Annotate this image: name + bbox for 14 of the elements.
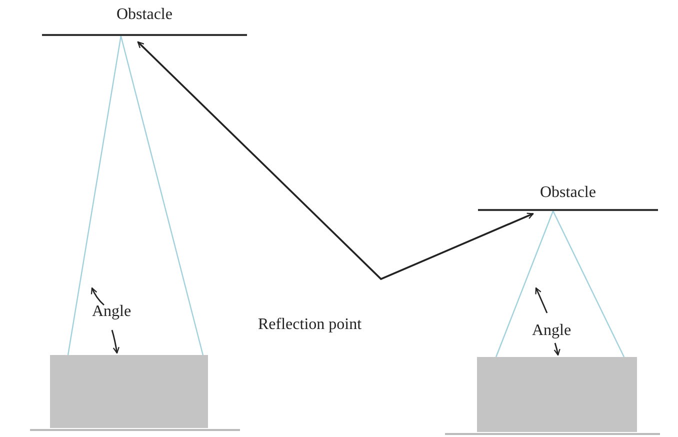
annotation-label: Reflection point xyxy=(258,316,362,334)
obstacle-label: Obstacle xyxy=(116,6,172,24)
beam-line xyxy=(120,36,204,356)
beam-line xyxy=(495,210,554,358)
obstacle-surface xyxy=(42,6,247,36)
obstacle-surface xyxy=(478,184,658,211)
obstacle-label: Obstacle xyxy=(540,184,596,202)
sensor-block xyxy=(50,355,208,428)
sensor-block xyxy=(477,357,637,432)
reflection-arrow xyxy=(137,41,534,280)
beam-line xyxy=(67,36,122,356)
annotation-label: Angle xyxy=(92,303,132,321)
annotation-label: Angle xyxy=(532,322,572,340)
beam-line xyxy=(552,210,625,358)
